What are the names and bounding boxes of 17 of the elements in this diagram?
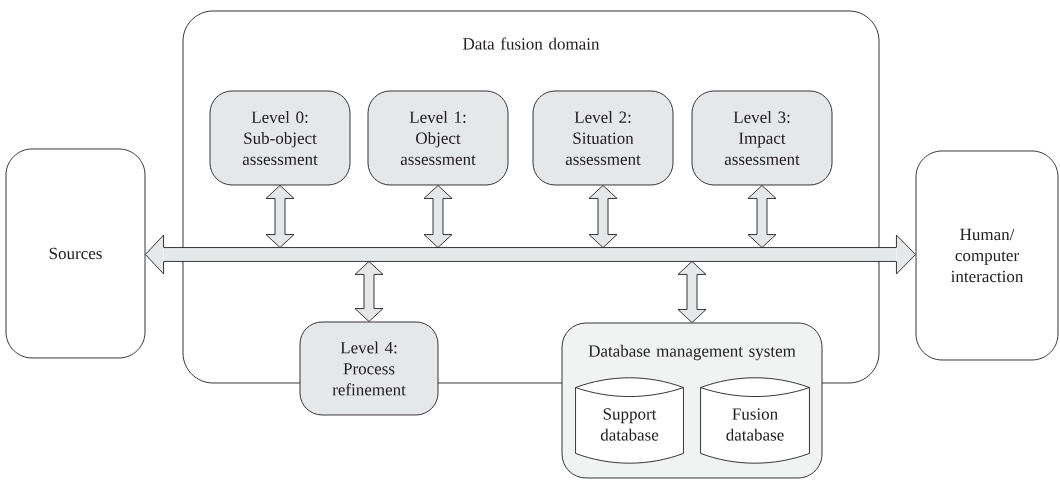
arrow — [145, 234, 164, 275]
level-box: Level 4: Process refinement — [299, 321, 439, 416]
database-cylinder: Support database — [575, 377, 684, 464]
rounded-box: Human/ computer interaction — [915, 150, 1059, 361]
double-arrow — [423, 185, 453, 248]
level-box: Level 0: Sub-object assessment — [209, 90, 351, 186]
double-arrow — [677, 261, 707, 323]
rounded-box: Sources — [5, 148, 146, 359]
level-box: Level 2: Situation assessment — [532, 90, 674, 186]
double-arrow — [265, 185, 295, 248]
arrow — [896, 234, 916, 275]
level-box: Level 3: Impact assessment — [691, 90, 833, 186]
double-arrow — [588, 185, 618, 248]
double-arrow — [354, 261, 384, 322]
level-box: Level 1: Object assessment — [367, 90, 509, 186]
database-cylinder: Fusion database — [700, 377, 810, 464]
double-arrow — [747, 185, 777, 248]
